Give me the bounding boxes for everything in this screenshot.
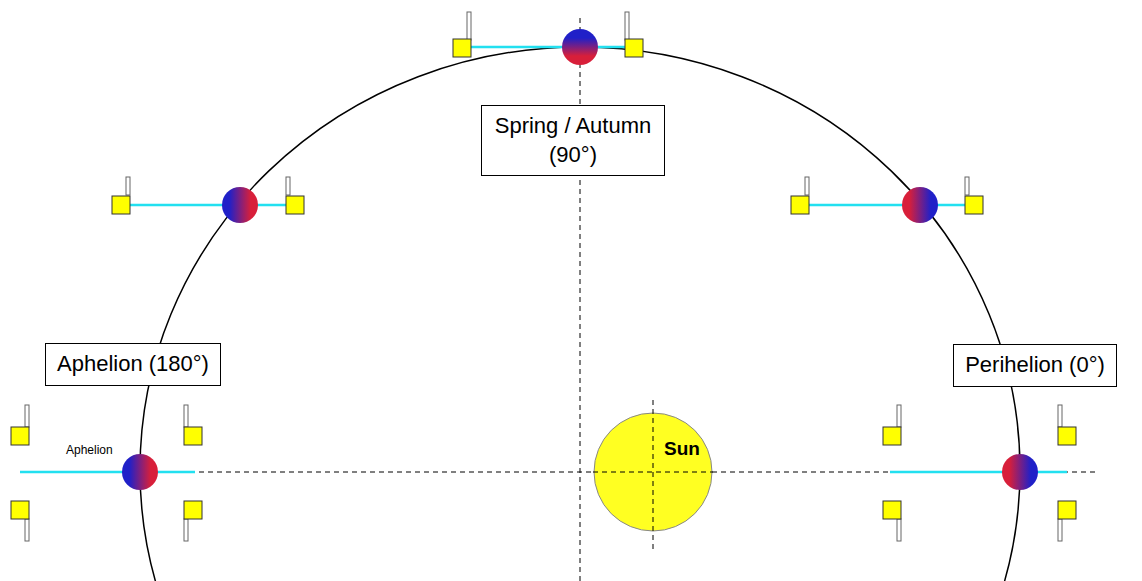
label-box: Perihelion (0°) bbox=[953, 344, 1117, 387]
label-box: Spring / Autumn (90°) bbox=[481, 105, 665, 176]
box-text: Spring / Autumn (90°) bbox=[493, 112, 653, 169]
sun-shape bbox=[593, 412, 713, 532]
planet-label: Aphelion bbox=[66, 443, 113, 457]
sun-circle: Sun bbox=[593, 412, 713, 532]
sun-label: Sun bbox=[664, 438, 700, 460]
label-box: Aphelion (180°) bbox=[45, 343, 221, 386]
box-text: Perihelion (0°) bbox=[965, 351, 1105, 380]
box-text: Aphelion (180°) bbox=[57, 350, 209, 379]
